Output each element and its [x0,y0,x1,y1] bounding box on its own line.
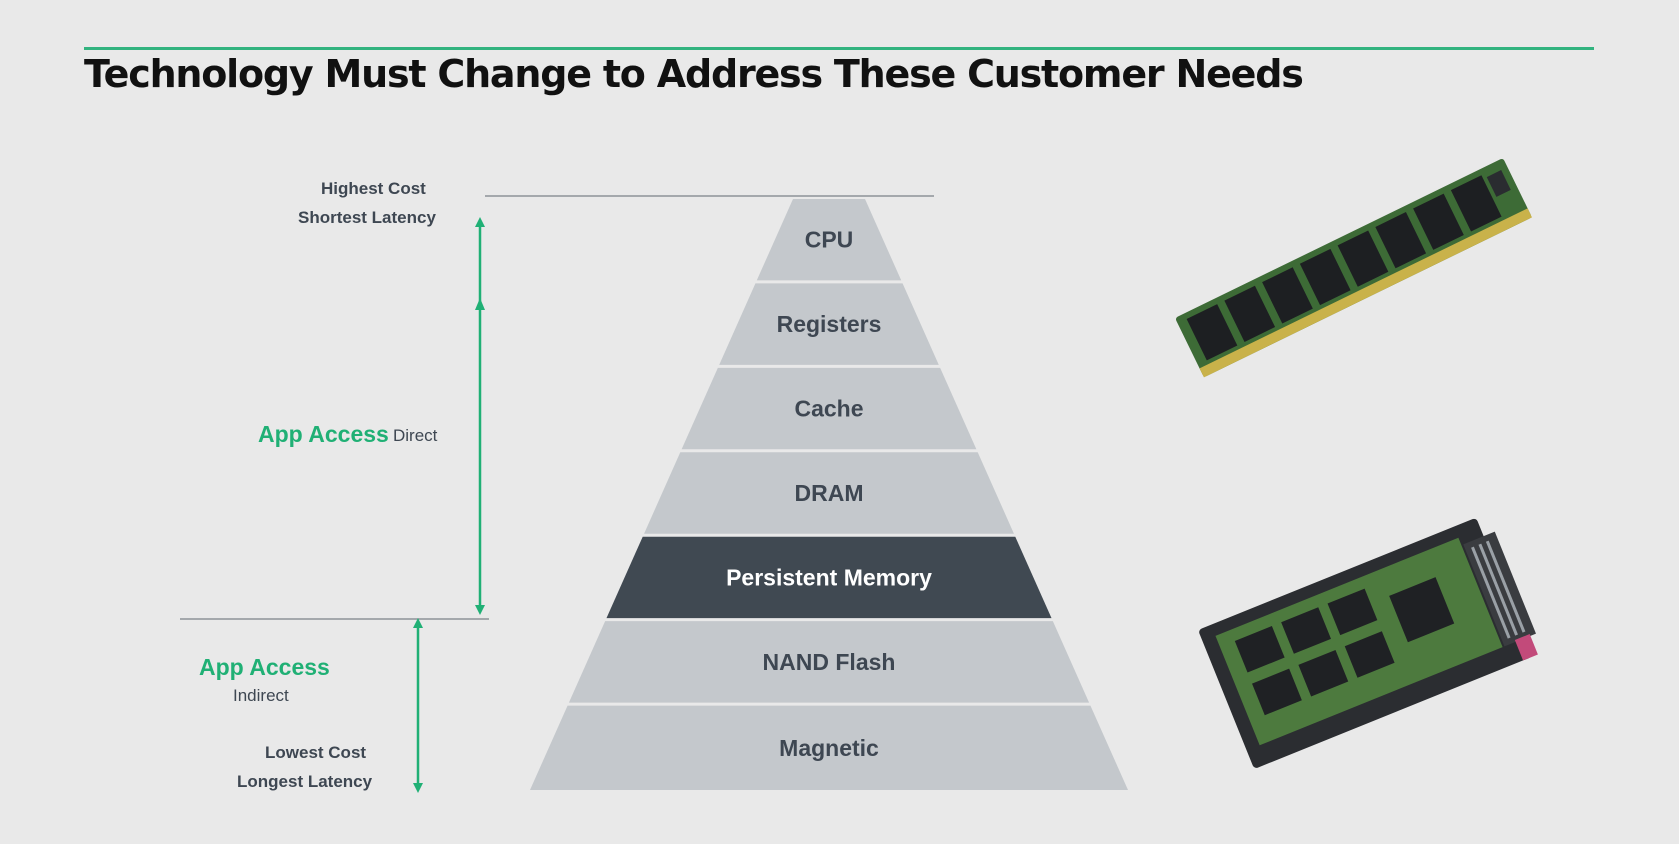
pyramid-tier-label: DRAM [795,480,864,506]
highest-cost-label: Highest Cost [321,179,426,198]
pyramid-tier-magnetic [530,705,1128,790]
lowest-cost-label: Lowest Cost [265,743,367,762]
title-rule [84,47,1594,50]
slide-title: Technology Must Change to Address These … [84,52,1304,96]
pyramid-tier-label: Registers [777,311,882,337]
direct-access-midarrow [475,298,485,310]
pyramid-tier-label: CPU [805,227,854,253]
pyramid-tier-persistent-memory [606,536,1052,619]
app-access-indirect-label: App Access [199,654,330,680]
indirect-sublabel: Indirect [233,686,289,705]
pyramid-tier-registers [719,283,939,365]
direct-sublabel: Direct [393,426,438,445]
pyramid-tier-label: Persistent Memory [726,564,932,590]
pyramid-tier-cache [681,367,977,450]
app-access-direct-label: App Access [258,421,389,447]
pyramid-tier-dram [644,452,1014,534]
pyramid-tier-nand-flash [568,621,1090,703]
pyramid-tier-label: NAND Flash [763,649,896,675]
longest-latency-label: Longest Latency [237,772,373,791]
shortest-latency-label: Shortest Latency [298,208,436,227]
pyramid-tier-label: Cache [794,396,863,422]
pyramid-tier-cpu [756,199,902,281]
pyramid-tier-label: Magnetic [779,735,879,761]
